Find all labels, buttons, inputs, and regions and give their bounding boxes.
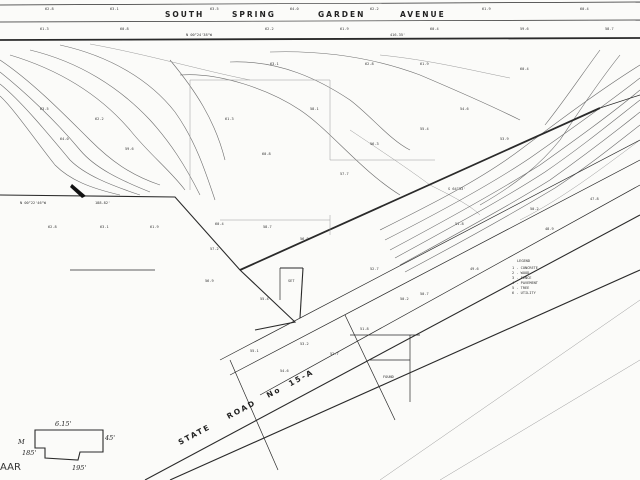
svg-text:61.3: 61.3	[225, 117, 234, 121]
svg-text:50.2: 50.2	[400, 297, 409, 301]
svg-text:62.8: 62.8	[45, 7, 54, 11]
svg-text:59.6: 59.6	[520, 27, 529, 31]
svg-text:59.6: 59.6	[125, 147, 134, 151]
svg-text:47.8: 47.8	[590, 197, 599, 201]
legend-item-5: 5 - TREE	[512, 286, 529, 290]
svg-text:55.1: 55.1	[250, 349, 259, 353]
road-spot-elevations: 53.2 52.7 50.2 49.6 48.9 47.8 55.1 54.6 51.8 50.…	[250, 197, 599, 373]
road-word-no: No	[265, 385, 283, 400]
inset-lot-sketch: 6.15' 45' M 185' 195'	[17, 420, 115, 472]
svg-text:62.2: 62.2	[95, 117, 104, 121]
south-spring-garden-avenue: SOUTH SPRING GARDEN AVENUE N 00°24'38"W …	[0, 1, 640, 41]
svg-text:60.4: 60.4	[430, 27, 439, 31]
svg-text:52.7: 52.7	[330, 352, 339, 356]
top-road-spot-elevations: 62.8 63.1 63.5 64.0 62.2 61.9 60.4 61.3 60.8 62.…	[40, 7, 614, 31]
west-line-distance: 188.82'	[95, 201, 110, 205]
legend-item-2: 2 - WOOD	[512, 271, 529, 275]
svg-text:61.9: 61.9	[150, 225, 159, 229]
svg-text:51.8: 51.8	[455, 222, 464, 226]
legend-title: LEGEND	[517, 259, 530, 263]
inset-left-frag: M	[17, 438, 25, 446]
svg-text:54.6: 54.6	[280, 369, 289, 373]
svg-text:48.9: 48.9	[545, 227, 554, 231]
contour-lines-east	[379, 49, 640, 273]
interior-spot-elevations: 62.8 63.1 61.9 60.4 58.7 57.2 56.9 55.4 63.5 6…	[40, 62, 539, 301]
svg-text:49.6: 49.6	[470, 267, 479, 271]
road-word-state: STATE	[177, 422, 212, 447]
street-word-south: SOUTH	[165, 10, 204, 19]
svg-text:55.4: 55.4	[260, 297, 269, 301]
contour-lines-upper-left	[0, 43, 251, 201]
svg-text:63.1: 63.1	[110, 7, 119, 11]
svg-text:63.1: 63.1	[270, 62, 279, 66]
svg-text:61.9: 61.9	[482, 7, 491, 11]
inset-top-dimension: 6.15'	[55, 420, 71, 428]
svg-text:63.5: 63.5	[40, 107, 49, 111]
svg-text:62.8: 62.8	[365, 62, 374, 66]
inset-left-dimension: 185'	[22, 449, 36, 457]
svg-text:62.2: 62.2	[265, 27, 274, 31]
legend-item-4: 4 - PAVEMENT	[512, 281, 539, 285]
svg-text:61.9: 61.9	[340, 27, 349, 31]
street-word-spring: SPRING	[232, 10, 276, 19]
note-bearing: S 64°33'	[448, 187, 465, 191]
svg-text:60.4: 60.4	[580, 7, 589, 11]
svg-text:58.7: 58.7	[263, 225, 272, 229]
svg-text:62.8: 62.8	[48, 225, 57, 229]
svg-text:53.2: 53.2	[300, 342, 309, 346]
top-bearing-label: N 00°24'38"W	[186, 33, 213, 37]
inset-right-dimension: 45'	[104, 434, 115, 442]
note-found: FOUND	[383, 375, 394, 379]
svg-text:60.4: 60.4	[520, 67, 529, 71]
state-road-15a: STATE ROAD No 15-A 53.2 52.7 50.2 49.6 48.9 4…	[144, 139, 640, 480]
svg-text:56.3: 56.3	[370, 142, 379, 146]
svg-text:64.0: 64.0	[60, 137, 69, 141]
svg-text:53.9: 53.9	[500, 137, 509, 141]
road-word-road: ROAD	[225, 398, 257, 421]
contour-lines-center	[179, 51, 521, 216]
street-word-avenue: AVENUE	[400, 10, 446, 19]
svg-text:63.1: 63.1	[100, 225, 109, 229]
svg-text:56.9: 56.9	[300, 237, 309, 241]
svg-text:50.2: 50.2	[530, 207, 539, 211]
svg-text:55.4: 55.4	[420, 127, 429, 131]
svg-text:57.2: 57.2	[210, 247, 219, 251]
svg-text:60.8: 60.8	[120, 27, 129, 31]
street-word-garden: GARDEN	[318, 10, 365, 19]
west-line-bearing: N 00°22'46"W	[20, 201, 47, 205]
svg-text:61.9: 61.9	[420, 62, 429, 66]
svg-text:63.5: 63.5	[210, 7, 219, 11]
svg-text:50.7: 50.7	[420, 292, 429, 296]
svg-text:62.2: 62.2	[370, 7, 379, 11]
svg-text:58.1: 58.1	[310, 107, 319, 111]
road-word-15a: 15-A	[287, 367, 315, 388]
note-set: SET	[288, 279, 295, 283]
legend-item-6: 6 - UTILITY	[512, 291, 537, 295]
legend-item-1: 1 - CONCRETE	[512, 266, 538, 270]
top-distance-label: 416.35'	[390, 33, 405, 37]
legend: LEGEND 1 - CONCRETE 2 - WOOD 3 - FENCE 4…	[512, 259, 539, 295]
north-arrow-icon	[70, 184, 86, 198]
svg-text:60.8: 60.8	[262, 152, 271, 156]
svg-text:58.7: 58.7	[605, 27, 614, 31]
svg-text:64.0: 64.0	[290, 7, 299, 11]
svg-text:51.8: 51.8	[360, 327, 369, 331]
lot-lines	[70, 79, 435, 271]
svg-text:57.7: 57.7	[340, 172, 349, 176]
svg-text:54.6: 54.6	[460, 107, 469, 111]
corner-stamp: AAR	[0, 462, 21, 473]
svg-text:56.9: 56.9	[205, 279, 214, 283]
svg-text:60.4: 60.4	[215, 222, 224, 226]
svg-text:61.3: 61.3	[40, 27, 49, 31]
legend-item-3: 3 - FENCE	[512, 276, 531, 280]
svg-text:52.7: 52.7	[370, 267, 379, 271]
property-boundary: 188.82' N 00°22'46"W	[0, 94, 640, 331]
field-notes: SET FOUND S 64°33'	[288, 187, 465, 379]
inset-bottom-dimension: 195'	[72, 464, 86, 472]
